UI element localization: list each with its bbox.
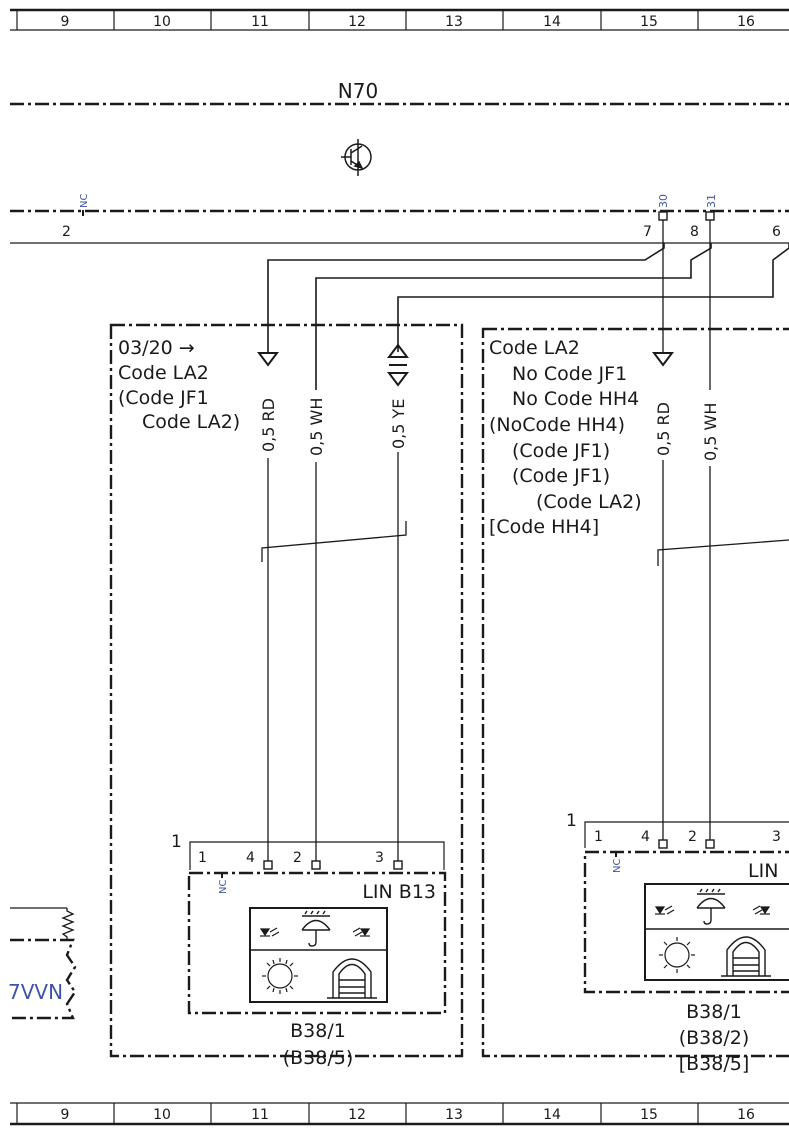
left-edge-component: 7VVN (8, 907, 77, 1020)
connector-pin-number: 1 (198, 850, 207, 866)
right-condition-line: (Code LA2) (536, 491, 642, 513)
right-condition-line: Code LA2 (489, 337, 580, 359)
right-condition-line: (Code JF1) (512, 440, 610, 462)
terminal-30-label: 30 (657, 194, 670, 208)
right-unit: Code LA2 No Code JF1 No Code HH4 (NoCode… (481, 327, 789, 1075)
wire-label: 0,5 RD (654, 402, 673, 456)
terminal-30-pin (658, 211, 668, 221)
module-pin-number: 7 (643, 224, 652, 240)
bottom-column-label: 14 (543, 1107, 561, 1123)
left-condition-line: Code LA2 (118, 362, 209, 384)
wire-label: 0,5 WH (307, 398, 326, 456)
right-condition-line: (Code JF1) (512, 465, 610, 487)
connector-triangle-icon (652, 352, 674, 367)
wire-ye-left (397, 243, 789, 352)
bottom-column-label: 10 (153, 1107, 171, 1123)
part-number-line: B38/1 (290, 1020, 346, 1042)
connector-pin-number: 3 (772, 829, 781, 845)
connector-triangle-icon (257, 352, 279, 367)
bottom-column-label: 13 (445, 1107, 463, 1123)
right-condition-line: [Code HH4] (489, 516, 599, 538)
terminal-31-pin (705, 211, 715, 221)
connector-pin-number: 3 (375, 850, 384, 866)
bottom-column-label: 9 (61, 1107, 70, 1123)
wire-rd-left (267, 243, 665, 352)
sensor-frame-left (187, 871, 447, 1015)
rain-light-sensor-icon (644, 883, 789, 981)
top-column-label: 10 (153, 14, 171, 30)
wire-label: 0,5 YE (389, 399, 408, 449)
part-number-line: (B38/2) (679, 1027, 750, 1049)
connector-diamond-icon (387, 343, 409, 358)
wire-label: 0,5 WH (701, 403, 720, 461)
connector-number: 1 (566, 811, 577, 831)
nc-label: NC (218, 880, 229, 894)
top-column-label: 13 (445, 14, 463, 30)
edge-label: 7VVN (8, 980, 63, 1004)
top-column-label: 16 (737, 14, 755, 30)
terminal-31-label: 31 (705, 194, 718, 208)
connector-pin-number: 2 (293, 850, 302, 866)
left-condition-line: 03/20 → (118, 337, 195, 359)
left-condition-line: (Code JF1 (118, 387, 209, 409)
left-condition-line: Code LA2) (142, 411, 240, 433)
connector-diamond-icon (387, 372, 409, 387)
module-name: N70 (338, 79, 378, 103)
wire-label: 0,5 RD (259, 398, 278, 452)
right-condition-line: (NoCode HH4) (489, 414, 625, 436)
top-column-label: 12 (348, 14, 366, 30)
sensor-frame-right (583, 850, 789, 994)
top-column-ruler: 9 10 11 12 13 14 15 16 (10, 8, 789, 31)
connector-pin-number: 4 (641, 829, 650, 845)
right-unit-frame (481, 327, 789, 1058)
connector-number: 1 (171, 832, 182, 852)
left-unit: 03/20 → Code LA2 (Code JF1 Code LA2) 0,5… (109, 323, 464, 1069)
sensor-label: LIN (748, 860, 778, 882)
twisted-pair-mark (261, 521, 407, 562)
left-unit-frame (109, 323, 464, 1058)
connector-pin-number: 1 (594, 829, 603, 845)
rain-light-sensor-icon (249, 907, 388, 1003)
bottom-column-ruler: 9 10 11 12 13 14 15 16 (10, 1102, 789, 1126)
sensor-label: LIN B13 (362, 881, 436, 903)
right-condition-line: No Code HH4 (512, 388, 639, 410)
top-column-label: 9 (61, 14, 70, 30)
bottom-column-label: 12 (348, 1107, 366, 1123)
part-number-line: [B38/5] (679, 1053, 750, 1075)
part-number-line: (B38/5) (283, 1047, 354, 1069)
top-column-label: 14 (543, 14, 561, 30)
bottom-column-label: 15 (640, 1107, 658, 1123)
bottom-column-label: 11 (251, 1107, 269, 1123)
wire-wh-left (315, 243, 712, 390)
top-column-label: 11 (251, 14, 269, 30)
module-pin-number: 2 (62, 224, 71, 240)
transistor-icon (341, 139, 372, 176)
connector-pin-number: 2 (688, 829, 697, 845)
bottom-column-label: 16 (737, 1107, 755, 1123)
module-n70: N70 NC 30 31 2 7 8 6 (10, 79, 789, 244)
twisted-pair-mark (657, 539, 789, 566)
module-pin-number: 8 (690, 224, 699, 240)
nc-label: NC (612, 859, 623, 873)
terminal-nc-label: NC (79, 194, 90, 208)
right-condition-line: No Code JF1 (512, 363, 627, 385)
part-number-line: B38/1 (686, 1001, 742, 1023)
module-pin-number: 6 (772, 224, 781, 240)
top-column-label: 15 (640, 14, 658, 30)
connector-pin-number: 4 (246, 850, 255, 866)
